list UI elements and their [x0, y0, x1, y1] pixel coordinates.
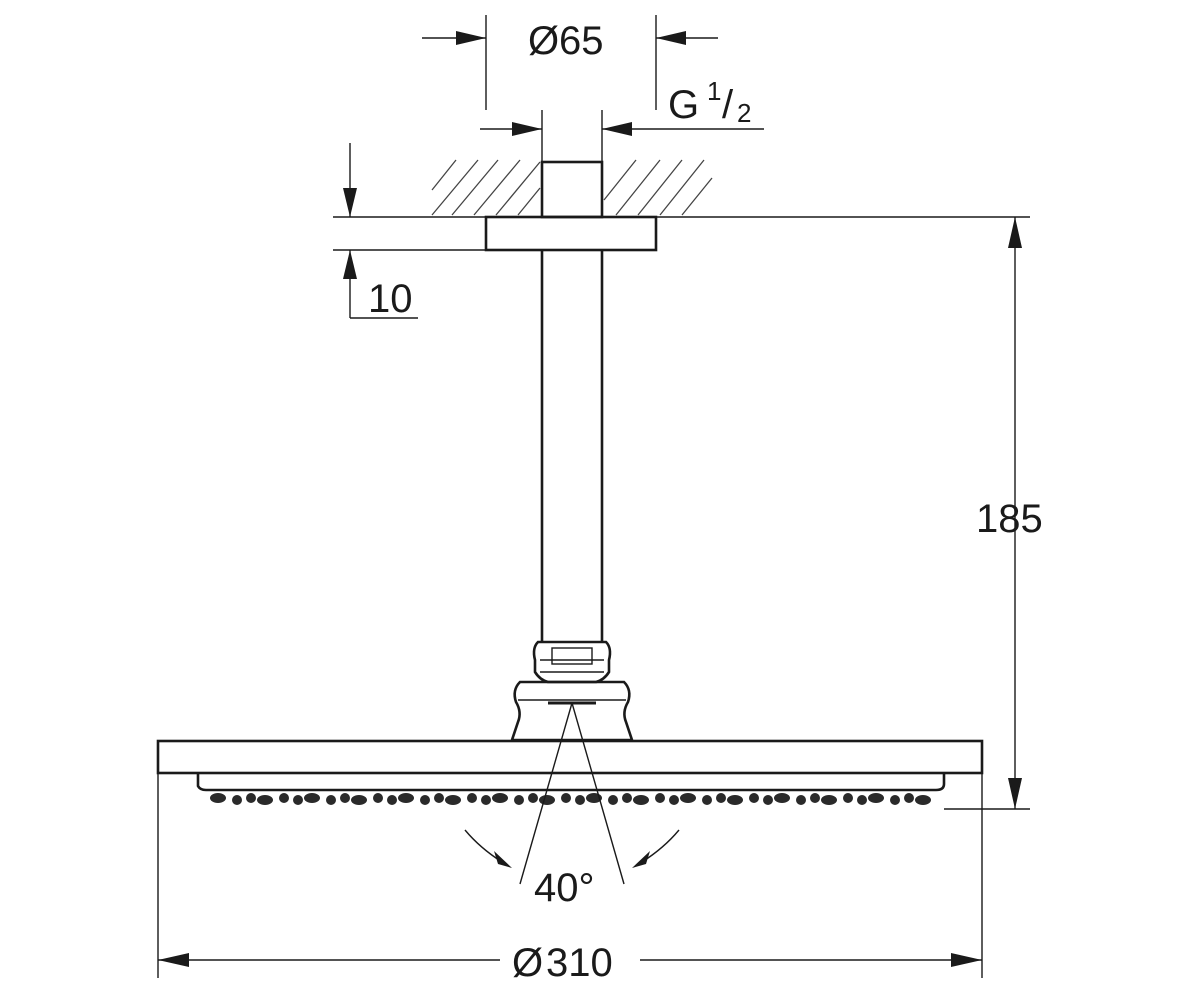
nozzle — [763, 795, 773, 805]
nozzle — [293, 795, 303, 805]
nozzle — [575, 795, 585, 805]
inlet-pipe — [540, 160, 604, 219]
nozzle — [622, 793, 632, 803]
shower-arm — [540, 250, 604, 642]
spray-angle-value: 40° — [534, 866, 595, 910]
nozzle — [608, 795, 618, 805]
thread-numerator: 1 — [707, 76, 721, 106]
spray-face — [196, 773, 946, 792]
nozzle — [680, 793, 696, 803]
flange-thickness-value: 10 — [368, 277, 413, 321]
head-plate — [156, 739, 984, 775]
dimension-drop-height — [1008, 217, 1022, 809]
flange-diameter-symbol: Ø — [528, 19, 559, 63]
ceiling-mount — [333, 159, 1030, 252]
nozzle — [727, 795, 743, 805]
spray-nozzles — [210, 793, 931, 805]
nozzle — [434, 793, 444, 803]
nozzle — [304, 793, 320, 803]
nozzle — [716, 793, 726, 803]
nozzle — [420, 795, 430, 805]
nozzle — [514, 795, 524, 805]
nozzle — [904, 793, 914, 803]
wall-flange — [484, 215, 658, 252]
nozzle — [857, 795, 867, 805]
nozzle — [749, 793, 759, 803]
nozzle — [539, 795, 555, 805]
nozzle — [232, 795, 242, 805]
nozzle — [774, 793, 790, 803]
ceiling-hatch-left — [431, 159, 541, 216]
nozzle — [387, 795, 397, 805]
nozzle — [481, 795, 491, 805]
nozzle — [279, 793, 289, 803]
nozzle — [561, 793, 571, 803]
nozzle — [810, 793, 820, 803]
thread-slash: / — [722, 83, 734, 127]
drop-height-value: 185 — [976, 497, 1043, 541]
shower-head — [156, 739, 1030, 810]
nozzle — [351, 795, 367, 805]
thread-denominator: 2 — [737, 98, 751, 128]
nozzle — [445, 795, 461, 805]
head-diameter-value: 310 — [546, 941, 613, 985]
nozzle — [843, 793, 853, 803]
ceiling-hatch-right — [603, 159, 713, 216]
flange-diameter-value: 65 — [559, 19, 604, 63]
nozzle — [528, 793, 538, 803]
nozzle — [796, 795, 806, 805]
nozzle — [868, 793, 884, 803]
dimension-thread — [480, 110, 764, 162]
nozzle — [915, 795, 931, 805]
nozzle — [633, 795, 649, 805]
nozzle — [669, 795, 679, 805]
nozzle — [492, 793, 508, 803]
dimension-flange-thickness — [333, 143, 486, 319]
dimension-flange-diameter — [422, 15, 718, 110]
nozzle — [340, 793, 350, 803]
nozzle — [373, 793, 383, 803]
dimension-head-diameter — [157, 773, 983, 978]
head-diameter-symbol: Ø — [512, 941, 543, 985]
nozzle — [702, 795, 712, 805]
nozzle — [326, 795, 336, 805]
nozzle — [246, 793, 256, 803]
nozzle — [821, 795, 837, 805]
nozzle — [655, 793, 665, 803]
thread-prefix: G — [668, 83, 699, 127]
nozzle — [890, 795, 900, 805]
ball-joint — [510, 640, 634, 742]
nozzle — [398, 793, 414, 803]
nozzle — [467, 793, 477, 803]
nozzle — [257, 795, 273, 805]
spray-angle-lines — [464, 702, 680, 885]
nozzle — [210, 793, 226, 803]
